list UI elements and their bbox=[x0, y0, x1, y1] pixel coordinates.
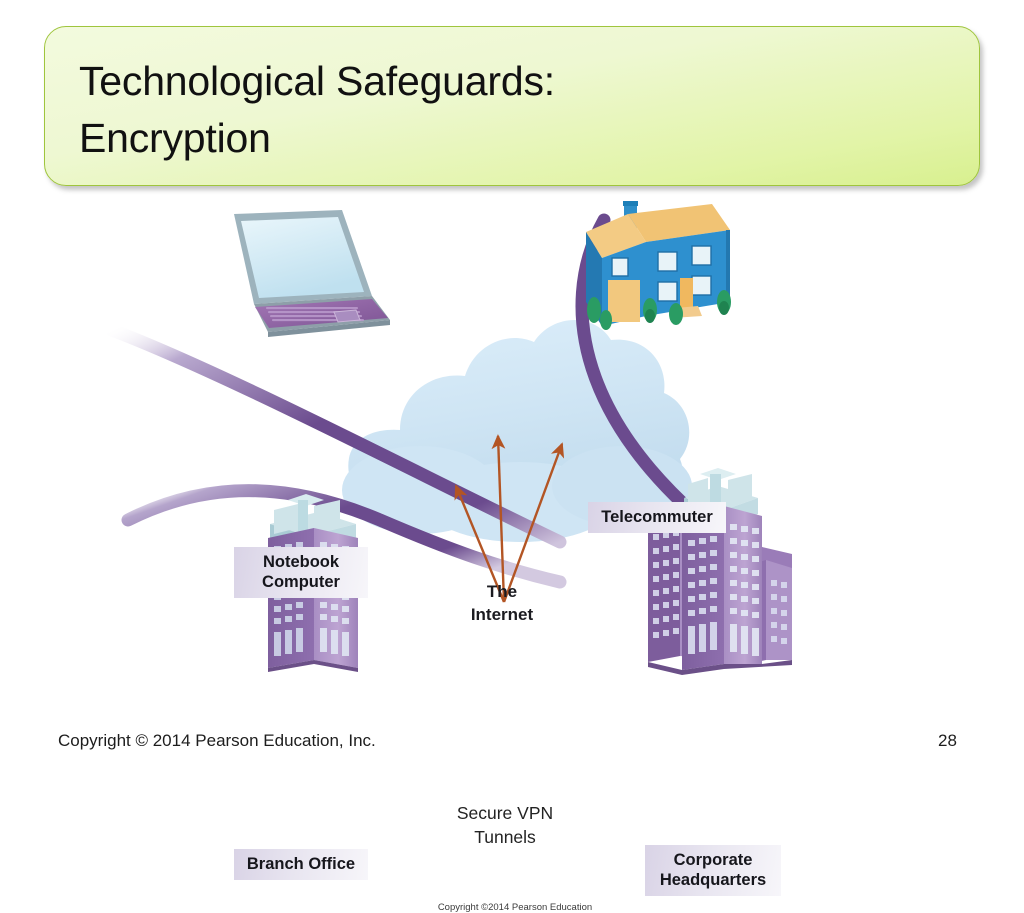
cloud-label-line-2: Internet bbox=[470, 605, 534, 624]
vpn-network-diagram: Notebook Computer Telecommuter Branch Of… bbox=[0, 190, 1024, 913]
node-label-telecommuter: Telecommuter bbox=[588, 502, 726, 533]
node-label-notebook-computer: Notebook Computer bbox=[234, 547, 368, 598]
node-label-corporate-headquarters: Corporate Headquarters bbox=[645, 845, 781, 896]
internet-cloud-icon bbox=[342, 319, 692, 542]
arrow-to-tunnel-middle bbox=[491, 434, 506, 603]
cloud-label-line-1: The bbox=[486, 582, 518, 601]
vpn-label-line-1: Secure VPN bbox=[456, 803, 554, 823]
vpn-tunnel-branch bbox=[121, 484, 567, 589]
slide-title-box: Technological Safeguards: Encryption bbox=[44, 26, 980, 186]
arrow-to-tunnel-right bbox=[502, 442, 565, 603]
house-icon bbox=[586, 201, 731, 330]
secure-vpn-tunnels-label: Secure VPN Tunnels bbox=[420, 801, 590, 849]
corporate-building-icon bbox=[648, 468, 792, 675]
page-title-line-2: Encryption bbox=[79, 115, 271, 161]
page-title-line-1: Technological Safeguards: bbox=[79, 58, 555, 104]
node-label-branch-office: Branch Office bbox=[234, 849, 368, 880]
diagram-canvas bbox=[105, 201, 792, 675]
diagram-credit-text: Copyright ©2014 Pearson Education bbox=[437, 902, 593, 913]
vpn-label-line-2: Tunnels bbox=[474, 827, 536, 847]
footer-copyright-text: Copyright © 2014 Pearson Education, Inc. bbox=[58, 731, 376, 750]
laptop-icon bbox=[234, 210, 390, 337]
vpn-tunnel-notebook bbox=[105, 323, 567, 549]
arrow-to-tunnel-left bbox=[454, 484, 506, 603]
footer-slide-number: 28 bbox=[938, 731, 957, 750]
vpn-tunnel-arrows bbox=[454, 434, 565, 603]
